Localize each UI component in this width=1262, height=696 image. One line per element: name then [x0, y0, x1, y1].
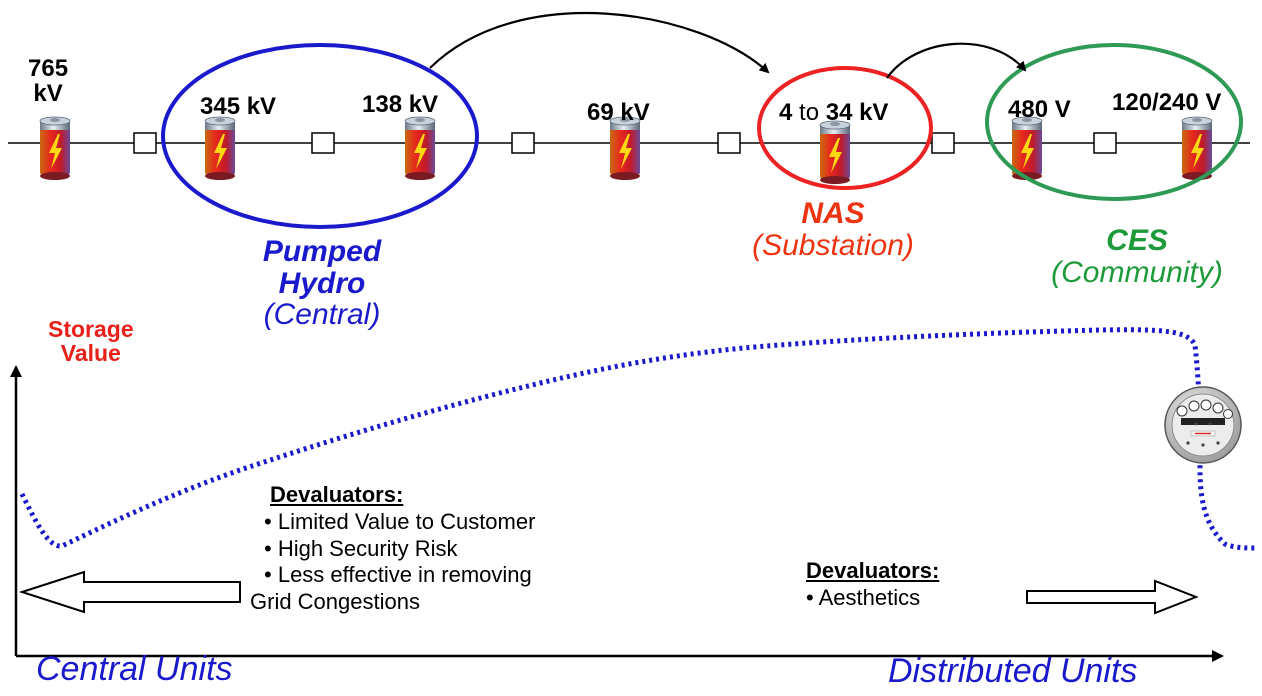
- devaluators-left-heading: Devaluators:: [270, 482, 404, 507]
- pumped-hydro-ellipse: [161, 43, 479, 229]
- pumped-hydro-name-line1: Pumped: [262, 235, 382, 268]
- devaluators-right-heading: Devaluators:: [806, 558, 940, 583]
- pumped-hydro-sub: (Central): [263, 298, 381, 331]
- devaluator-item-text: High Security Risk: [277, 535, 458, 561]
- devaluator-item-text: Limited Value to Customer: [277, 508, 536, 534]
- voltage-480-label: 480 V: [1008, 96, 1071, 123]
- axis-right-label: Distributed Units: [888, 652, 1138, 690]
- arrow-nas-to-ces: [886, 42, 1027, 79]
- devaluator-item-text: Aesthetics: [818, 584, 921, 610]
- storage-value-curve: [19, 327, 1256, 551]
- devaluator-item: • Limited Value to Customer: [264, 508, 536, 534]
- nas-name: NAS: [801, 197, 865, 230]
- voltage-765-unit: kV: [33, 80, 63, 108]
- devaluators-right: Devaluators: • Aesthetics: [806, 558, 939, 612]
- nas-label: NAS (Substation): [718, 198, 948, 261]
- devaluator-item: • Aesthetics: [806, 584, 921, 610]
- battery-icon: [819, 120, 851, 184]
- pumped-hydro-label: Pumped Hydro (Central): [232, 236, 412, 331]
- batteries: [39, 116, 1213, 184]
- switch-box-icon: [931, 132, 955, 154]
- battery-icon: [204, 116, 236, 180]
- voltage-to-word: to: [799, 99, 820, 126]
- ces-ellipse: [985, 43, 1243, 201]
- storage-value-label: Storage Value: [48, 317, 134, 365]
- switch-boxes: [133, 132, 1117, 154]
- voltage-138-label: 138 kV: [362, 91, 439, 118]
- switch-box-icon: [1093, 132, 1117, 154]
- voltage-69-label: 69 kV: [587, 99, 650, 126]
- electric-meter-icon: [1164, 386, 1242, 464]
- battery-icon: [404, 116, 436, 180]
- ces-label: CES (Community): [1022, 225, 1252, 288]
- switch-box-icon: [133, 132, 157, 154]
- voltage-34-value: 34 kV: [825, 99, 889, 126]
- battery-icon: [609, 116, 641, 180]
- devaluators-left: Devaluators: • Limited Value to Customer…: [250, 482, 535, 616]
- axis-left-label: Central Units: [36, 650, 233, 688]
- devaluator-item: • Less effective in removing: [264, 562, 532, 588]
- ces-name: CES: [1106, 224, 1168, 257]
- switch-box-icon: [311, 132, 335, 154]
- voltage-765-value: 765: [28, 55, 69, 82]
- arrow-pumped-to-nas: [429, 12, 770, 74]
- devaluator-item-text: Less effective in removing: [277, 562, 532, 588]
- switch-box-icon: [717, 132, 741, 154]
- devaluator-item: • High Security Risk: [264, 535, 458, 561]
- storage-value-line1: Storage: [48, 316, 134, 342]
- ces-sub: (Community): [1051, 255, 1223, 289]
- battery-icon: [39, 116, 71, 180]
- voltage-4-34-label: 4 to 34 kV: [779, 100, 888, 125]
- left-hollow-arrow: [18, 570, 241, 614]
- nas-sub: (Substation): [752, 228, 914, 262]
- battery-icon: [1181, 116, 1213, 180]
- voltage-4-value: 4: [779, 99, 793, 126]
- voltage-765-label: 765 kV: [28, 55, 69, 108]
- right-hollow-arrow: [1026, 579, 1199, 615]
- switch-box-icon: [511, 132, 535, 154]
- pumped-hydro-name-line2: Hydro: [278, 266, 366, 300]
- nas-ellipse: [757, 66, 933, 190]
- voltage-120-240-label: 120/240 V: [1112, 89, 1222, 116]
- storage-value-line2: Value: [60, 340, 121, 367]
- devaluator-continuation: Grid Congestions: [250, 589, 420, 615]
- voltage-345-label: 345 kV: [200, 93, 277, 120]
